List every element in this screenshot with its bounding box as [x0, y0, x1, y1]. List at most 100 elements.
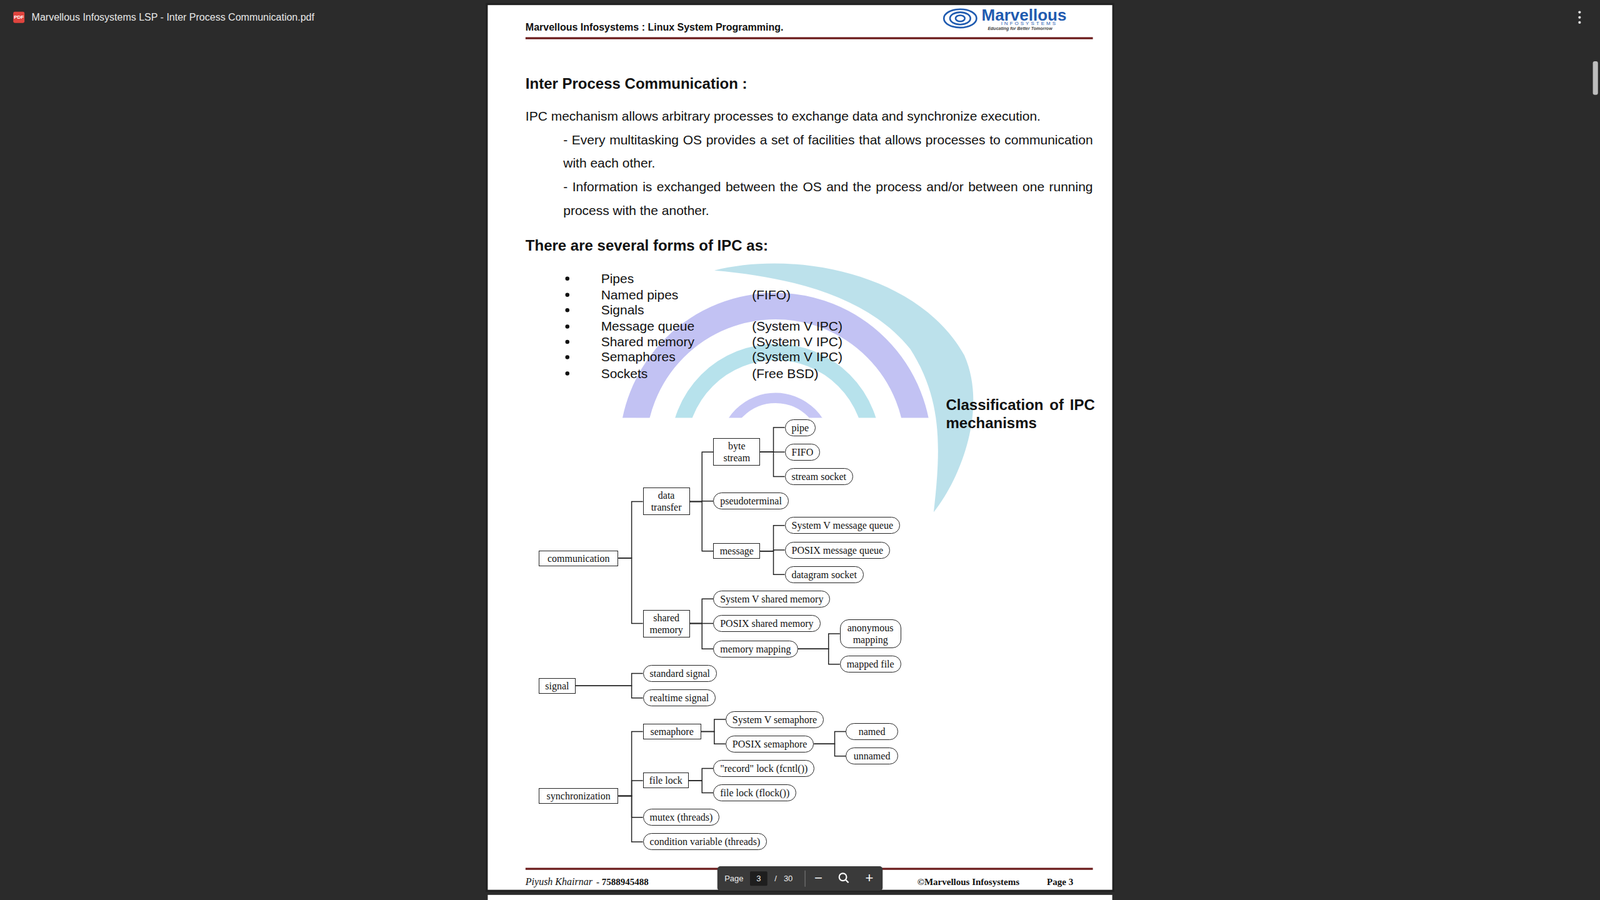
rounded-box: named	[845, 723, 898, 740]
tree-connector	[575, 673, 644, 687]
page-number: Page 3	[1046, 876, 1074, 888]
tree-connector	[760, 551, 785, 575]
box-label: mapped file	[846, 658, 895, 670]
rounded-box: System V message queue	[785, 516, 901, 534]
menu-dot	[1578, 16, 1581, 19]
rounded-box: POSIX semaphore	[725, 735, 815, 753]
box-label: POSIX semaphore	[732, 738, 808, 750]
rounded-box: POSIX message queue	[785, 541, 891, 559]
rounded-box: System V semaphore	[725, 711, 824, 729]
decoration	[724, 398, 827, 419]
decoration	[565, 293, 570, 298]
page	[487, 5, 1112, 890]
list-item: Signals	[601, 302, 645, 319]
decoration	[955, 15, 965, 22]
box-label: message	[717, 545, 756, 557]
tree-connector	[690, 451, 714, 502]
list-note: (System V IPC)	[751, 318, 843, 335]
category-box: semaphore	[643, 723, 702, 740]
list-bullets	[565, 276, 570, 375]
box-label: data transfer	[647, 489, 686, 514]
decoration	[565, 340, 570, 345]
list-item: Sockets	[601, 365, 649, 382]
box-label: System V shared memory	[720, 593, 824, 605]
decoration	[565, 355, 570, 360]
tree-connector	[618, 780, 643, 797]
body-text: - Information is exchanged between the O…	[563, 175, 1093, 222]
tree-connector	[618, 501, 643, 559]
scrollbar	[1593, 61, 1599, 95]
section-heading: There are several forms of IPC as:	[525, 236, 769, 255]
category-box: shared memory	[643, 610, 690, 638]
category-box: synchronization	[538, 788, 619, 804]
box-label: memory mapping	[720, 643, 791, 655]
box-label: standard signal	[650, 667, 710, 680]
window-title: Marvellous Infosystems LSP - Inter Proce…	[31, 11, 315, 24]
rounded-box: mutex (threads)	[643, 808, 720, 826]
box-label: semaphore	[647, 725, 697, 738]
tree-connector	[618, 795, 643, 842]
tree-connector	[688, 768, 714, 781]
rounded-box: unnamed	[845, 747, 898, 765]
box-label: unnamed	[852, 750, 891, 762]
tree-connector	[798, 633, 840, 649]
decoration	[839, 873, 847, 881]
box-label: System V message queue	[791, 519, 894, 532]
decoration	[943, 9, 977, 28]
box-label: shared memory	[647, 611, 686, 636]
page-input: 3	[756, 873, 761, 884]
page-header: Marvellous Infosystems : Linux System Pr…	[525, 21, 784, 34]
page-shadow	[485, 3, 1115, 892]
diagram-heading: Classification of IPC mechanisms	[945, 395, 1095, 432]
tree-connector	[618, 731, 643, 797]
logo-swirl	[943, 9, 977, 28]
rounded-box: "record" lock (fcntl())	[713, 760, 815, 777]
tree-connector	[760, 525, 785, 552]
list-note: (System V IPC)	[751, 333, 843, 350]
decoration	[750, 871, 768, 886]
decoration	[804, 870, 806, 887]
rounded-box: condition variable (threads)	[643, 833, 768, 850]
tree-connector	[760, 451, 785, 477]
box-label: POSIX shared memory	[720, 617, 814, 630]
box-label: signal	[543, 680, 572, 692]
category-box: byte stream	[713, 438, 760, 466]
rounded-box: stream socket	[785, 468, 854, 485]
tree-connector	[618, 558, 643, 624]
tree-connector	[701, 719, 726, 732]
tree-connector	[701, 731, 726, 745]
list-item: Shared memory	[601, 333, 695, 350]
box-label: pipe	[791, 421, 810, 434]
decoration	[714, 263, 974, 513]
decoration	[565, 308, 570, 313]
rounded-box: FIFO	[785, 443, 821, 461]
body-text: IPC mechanism allows arbitrary processes…	[525, 104, 1094, 129]
next-page	[487, 895, 1112, 900]
box-label: System V semaphore	[732, 713, 817, 726]
category-box: message	[713, 543, 760, 559]
decoration	[565, 324, 570, 329]
list-item: Message queue	[601, 318, 695, 335]
box-label: FIFO	[791, 446, 814, 459]
category-box: communication	[538, 550, 619, 567]
category-box: file lock	[643, 772, 689, 789]
box-label: POSIX message queue	[791, 544, 884, 557]
box-label: stream socket	[791, 470, 847, 483]
tree-connector	[618, 795, 643, 817]
decoration	[950, 12, 971, 25]
footer-author: Piyush Khairnar	[525, 875, 593, 888]
tree-connector	[690, 501, 714, 551]
body-text: - Every multitasking OS provides a set o…	[563, 128, 1093, 175]
rounded-box: pipe	[785, 419, 817, 437]
box-label: file lock (flock())	[720, 786, 790, 799]
rounded-box: datagram socket	[785, 566, 864, 584]
decoration	[717, 866, 883, 891]
watermark	[632, 263, 974, 592]
menu-dot	[1578, 21, 1581, 24]
box-label: mutex (threads)	[650, 811, 714, 824]
rounded-box: System V shared memory	[713, 590, 830, 608]
list-note: (Free BSD)	[751, 365, 819, 382]
box-label: condition variable (threads)	[650, 835, 761, 848]
page-title: Inter Process Communication :	[525, 74, 748, 93]
decoration	[565, 371, 570, 376]
